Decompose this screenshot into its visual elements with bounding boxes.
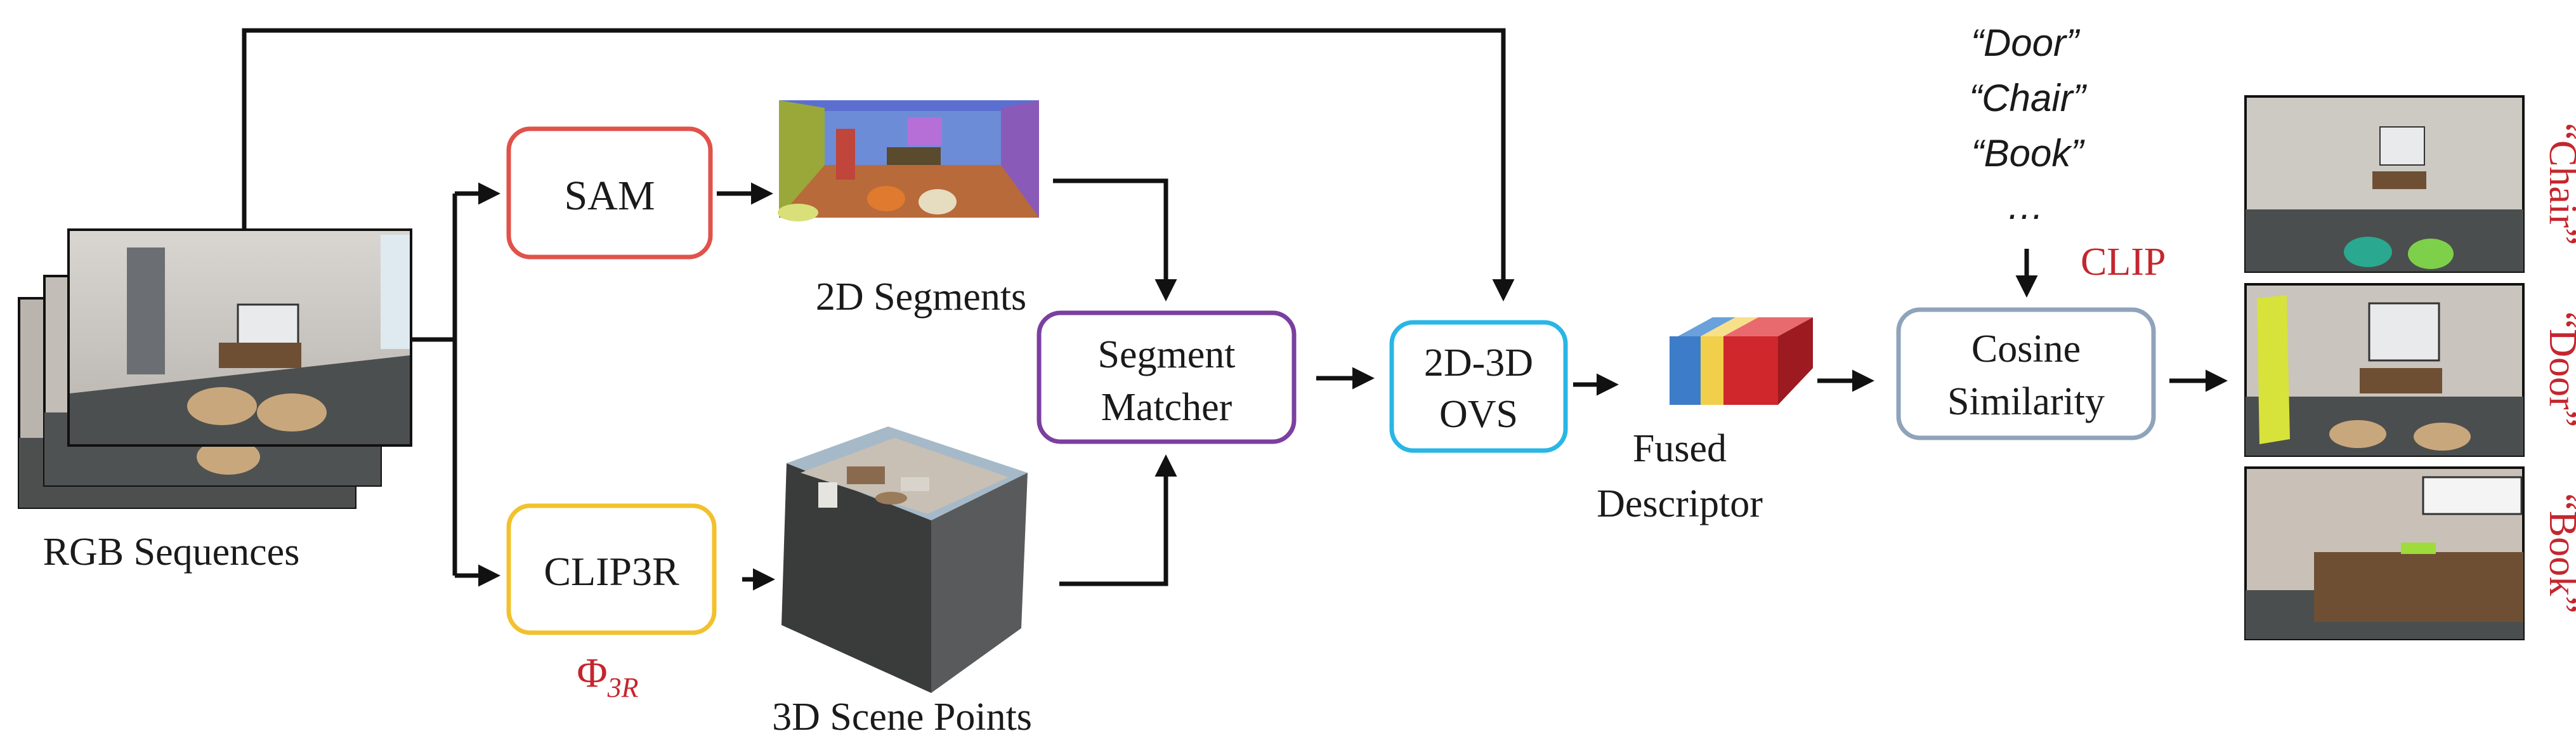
cosine-label-line1: Cosine <box>1971 327 2081 371</box>
text-queries: “Door” “Chair” “Book” … <box>1969 22 2087 227</box>
query-item: “Book” <box>1971 132 2086 175</box>
query-item: … <box>2006 185 2044 227</box>
fused-descriptor-label-line2: Descriptor <box>1597 482 1763 525</box>
clip3r-label: CLIP3R <box>544 549 679 594</box>
segments-image <box>778 100 1039 221</box>
cosine-label-line2: Similarity <box>1947 380 2105 423</box>
clip3r-box <box>506 503 717 635</box>
scene-points-image <box>781 426 1028 693</box>
ovs-box <box>1389 320 1568 453</box>
result-label-chair: “Chair” <box>2541 123 2576 246</box>
query-item: “Door” <box>1971 22 2081 64</box>
segment-matcher-box <box>1036 310 1297 444</box>
rgb-frame-stack <box>18 228 412 509</box>
arrow-points-to-matcher <box>1059 454 1177 586</box>
fused-descriptor-label-line1: Fused <box>1633 427 1727 470</box>
clip3r-symbol: Φ3R <box>577 650 638 703</box>
result-label-book: “Book” <box>2541 493 2576 613</box>
segment-matcher-label-line2: Matcher <box>1101 386 1232 429</box>
clip-encoder-label: CLIP <box>2081 241 2166 284</box>
result-label-door: “Door” <box>2541 312 2576 427</box>
rgb-sequences-label: RGB Sequences <box>43 531 300 574</box>
rgb-frame-front <box>67 228 412 447</box>
connectors <box>242 28 2228 591</box>
ovs-label-line2: OVS <box>1439 393 1518 436</box>
result-image-chair <box>2244 95 2525 273</box>
result-image-book <box>2244 466 2525 640</box>
arrow-rgb-to-ovs <box>242 28 1515 301</box>
sam-label: SAM <box>564 173 655 219</box>
sam-box <box>506 126 713 260</box>
arrow-segments-to-matcher <box>1053 178 1177 301</box>
segments-label: 2D Segments <box>816 275 1026 319</box>
fused-descriptor-icon <box>1670 317 1813 405</box>
segment-matcher-label-line1: Segment <box>1098 333 1236 376</box>
query-item: “Chair” <box>1969 77 2087 119</box>
ovs-label-line1: 2D-3D <box>1424 341 1533 385</box>
scene-points-label: 3D Scene Points <box>772 696 1032 739</box>
cosine-similarity-box <box>1896 307 2156 440</box>
result-image-door <box>2244 283 2525 457</box>
